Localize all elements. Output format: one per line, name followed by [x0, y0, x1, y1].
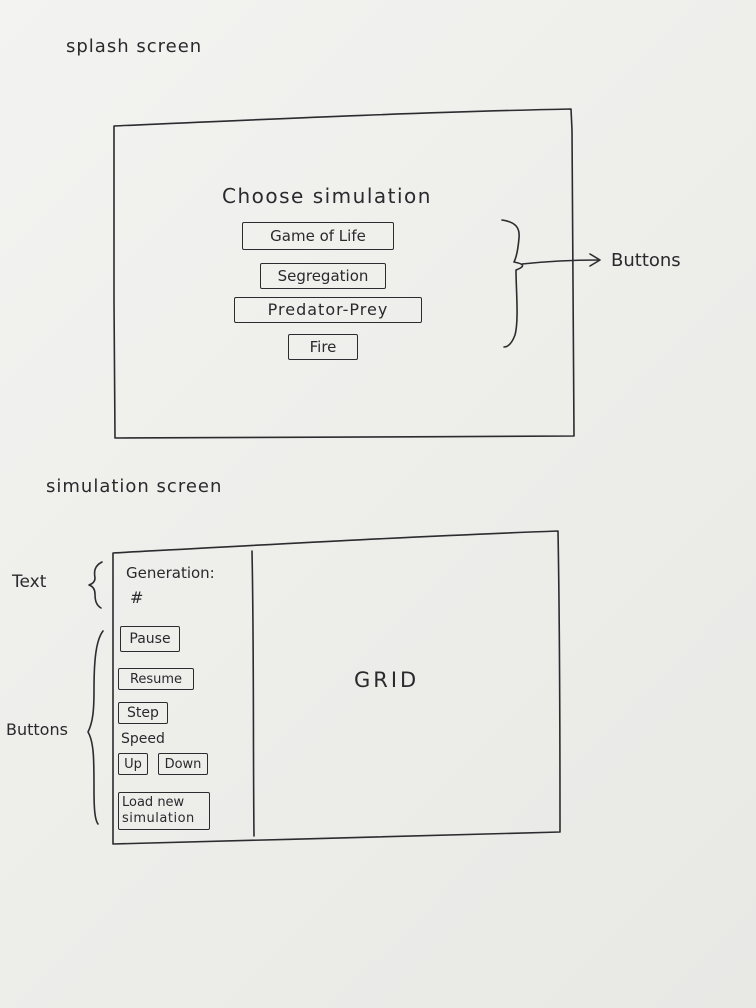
splash-arrow-line	[521, 259, 599, 265]
simulation-screen-heading: simulation screen	[46, 476, 223, 497]
speed-label: Speed	[121, 731, 165, 747]
splash-buttons-annotation: Buttons	[611, 250, 681, 271]
predator-prey-button[interactable]: Predator-Prey	[234, 297, 422, 323]
speed-up-button[interactable]: Up	[118, 753, 148, 775]
simulation-screen-frame	[112, 530, 561, 845]
pause-button[interactable]: Pause	[120, 626, 180, 652]
grid-area-label: GRID	[354, 668, 420, 692]
generation-label: Generation:	[126, 564, 215, 582]
fire-button[interactable]: Fire	[288, 334, 358, 360]
segregation-button[interactable]: Segregation	[260, 263, 386, 289]
generation-value: #	[130, 588, 144, 607]
resume-button[interactable]: Resume	[118, 668, 194, 690]
splash-screen-heading: splash screen	[66, 36, 203, 57]
splash-title: Choose simulation	[222, 184, 432, 208]
splash-screen-frame	[113, 108, 575, 439]
text-brace	[88, 561, 103, 609]
game-of-life-button[interactable]: Game of Life	[242, 222, 394, 250]
load-new-label-line2: simulation	[122, 811, 195, 826]
splash-arrow-head	[589, 253, 601, 267]
speed-down-button[interactable]: Down	[158, 753, 208, 775]
step-button[interactable]: Step	[118, 702, 168, 724]
simulation-buttons-brace	[87, 630, 104, 825]
splash-buttons-brace	[501, 219, 524, 348]
simulation-buttons-annotation: Buttons	[6, 720, 68, 739]
load-new-simulation-button[interactable]: Load new simulation	[118, 792, 210, 830]
text-annotation: Text	[12, 572, 47, 592]
load-new-label-line1: Load new	[122, 795, 185, 810]
panel-divider	[251, 550, 255, 837]
